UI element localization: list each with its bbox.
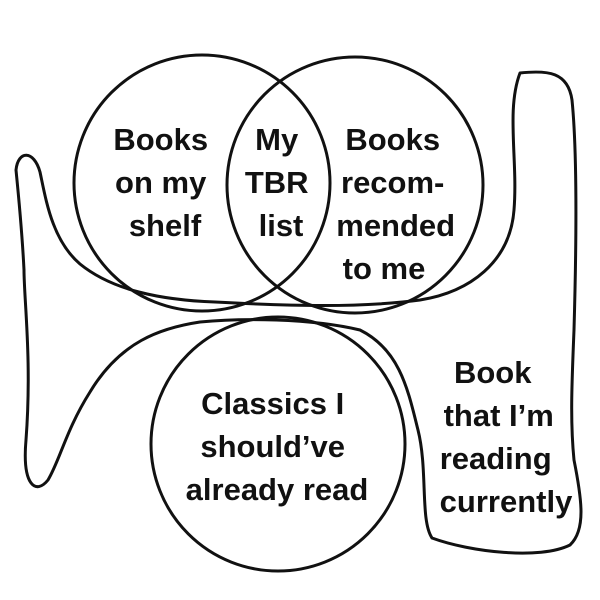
label-line: Books	[113, 122, 208, 157]
label-classics: Classics I should’ve already read	[186, 386, 369, 507]
label-books-recommended: Books recom- mended to me	[336, 122, 463, 286]
label-line: Book	[454, 355, 532, 390]
label-line: that I’m	[444, 398, 554, 433]
label-line: Classics I	[201, 386, 344, 421]
label-line: TBR	[245, 165, 309, 200]
label-line: mended	[336, 208, 455, 243]
label-tbr-list: My TBR list	[245, 122, 317, 243]
label-line: to me	[343, 251, 426, 286]
label-line: shelf	[129, 208, 202, 243]
books-recommended-circle	[225, 55, 485, 315]
label-line: reading	[440, 441, 552, 476]
label-line: My	[255, 122, 299, 157]
classics-circle	[149, 315, 407, 573]
current-reading-blob	[14, 70, 583, 555]
label-line: currently	[440, 484, 573, 519]
label-current-book: Book that I’m reading currently	[440, 355, 573, 519]
label-line: already read	[186, 472, 369, 507]
books-on-shelf-circle	[72, 53, 332, 313]
label-line: Books	[345, 122, 440, 157]
label-line: should’ve	[200, 429, 345, 464]
label-books-on-shelf: Books on my shelf	[113, 122, 216, 243]
label-line: recom-	[341, 165, 444, 200]
label-line: list	[259, 208, 304, 243]
label-line: on my	[115, 165, 207, 200]
